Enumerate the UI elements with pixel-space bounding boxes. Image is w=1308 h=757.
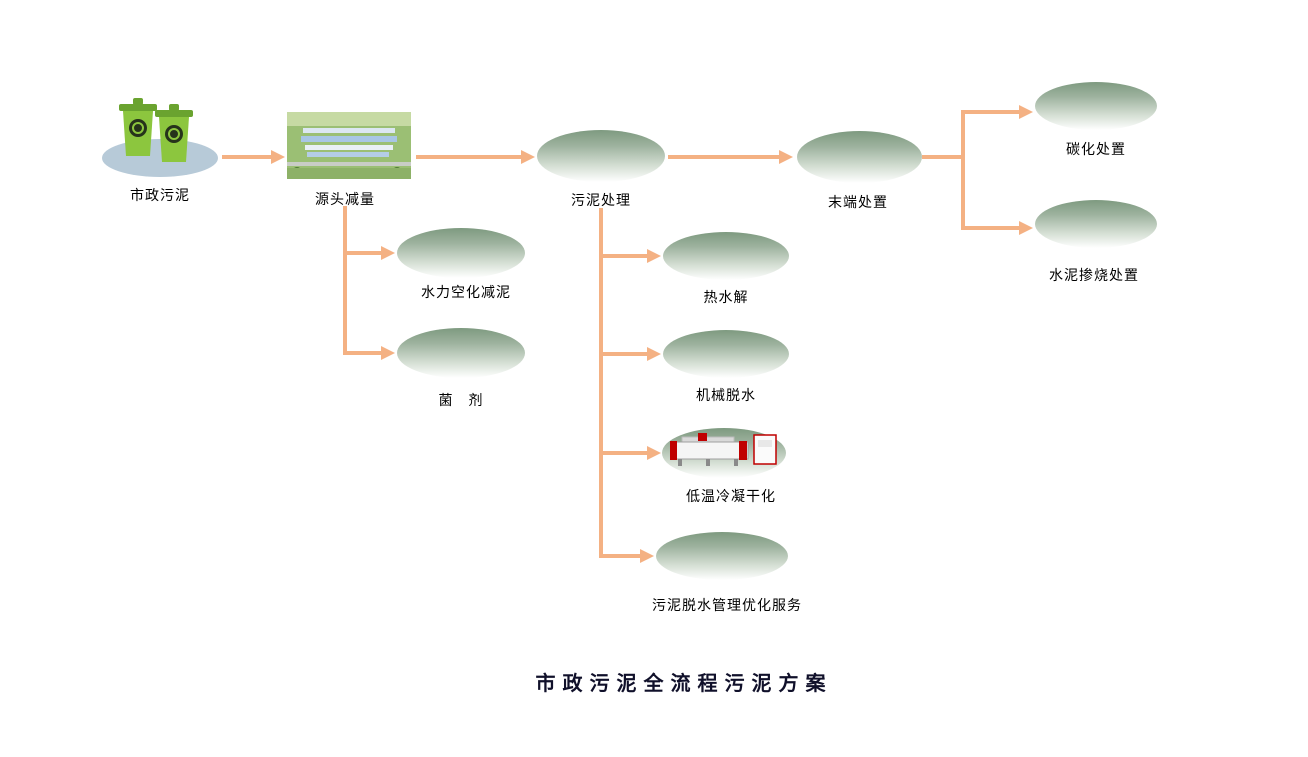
branch-source-reduction [343, 206, 395, 360]
branch-sludge-treatment [599, 208, 661, 563]
green-trash-bins-icon [102, 97, 218, 177]
branch-end-disposal [922, 105, 1033, 235]
low-temp-drying-node [668, 430, 780, 472]
sludge-treatment-label: 污泥处理 [571, 192, 631, 208]
arrow-source-to-treatment [416, 150, 535, 164]
bacterial-agent-ellipse [397, 328, 525, 378]
drying-machine-photo [670, 433, 777, 466]
sludge-treatment-ellipse [537, 130, 665, 182]
thermal-hydrolysis-label: 热水解 [703, 289, 749, 305]
end-disposal-ellipse [797, 131, 922, 183]
carbonization-label: 碳化处置 [1066, 141, 1126, 157]
mechanical-dewatering-label: 机械脱水 [696, 387, 756, 403]
dewatering-service-label: 污泥脱水管理优化服务 [652, 597, 802, 613]
low-temp-drying-label: 低温冷凝干化 [686, 488, 776, 504]
hydraulic-cavitation-label: 水力空化减泥 [421, 284, 511, 300]
diagram-title: 市政污泥全流程污泥方案 [535, 673, 833, 695]
cement-cofiring-label: 水泥掺烧处置 [1049, 267, 1139, 283]
hydraulic-cavitation-ellipse [397, 228, 525, 278]
cement-cofiring-ellipse [1035, 200, 1157, 248]
arrow-sludge-to-source [222, 150, 285, 164]
municipal-sludge-label: 市政污泥 [130, 187, 190, 203]
municipal-sludge-node [98, 96, 223, 184]
dewatering-service-ellipse [656, 532, 788, 580]
arrow-treatment-to-disposal [668, 150, 793, 164]
bacterial-agent-label: 菌 剂 [438, 392, 484, 408]
source-reduction-node [287, 112, 411, 179]
end-disposal-label: 末端处置 [828, 194, 888, 210]
source-reduction-label: 源头减量 [315, 191, 375, 207]
carbonization-ellipse [1035, 82, 1157, 130]
mechanical-dewatering-ellipse [663, 330, 789, 378]
aerial-factory-photo [287, 112, 411, 179]
thermal-hydrolysis-ellipse [663, 232, 789, 280]
